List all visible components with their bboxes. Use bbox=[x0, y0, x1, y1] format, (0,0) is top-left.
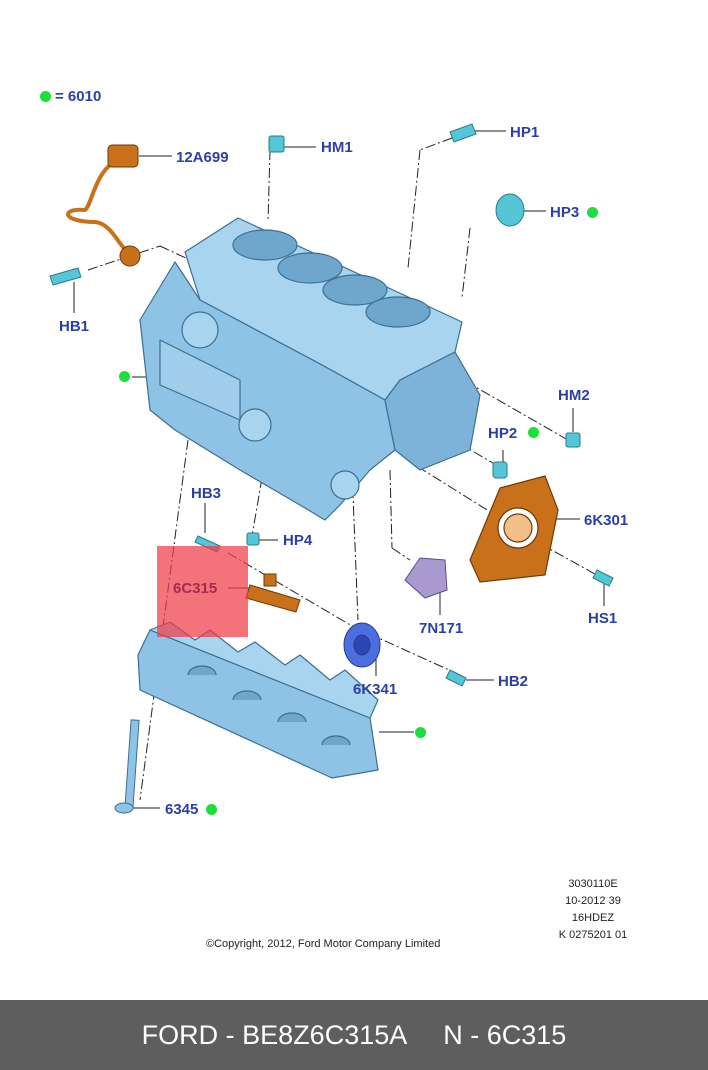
highlight-box bbox=[157, 546, 248, 637]
ladder-dot bbox=[415, 727, 426, 738]
label-hp1: HP1 bbox=[510, 124, 540, 141]
label-6345: 6345 bbox=[165, 801, 199, 818]
drawing-ref: K 0275201 01 bbox=[558, 929, 628, 941]
label-hb1: HB1 bbox=[59, 318, 90, 335]
label-hp2: HP2 bbox=[488, 425, 518, 442]
label-hp4: HP4 bbox=[283, 532, 313, 549]
legend-dot bbox=[40, 91, 51, 102]
drawing-date: 10-2012 39 bbox=[565, 895, 621, 907]
label-6k301: 6K301 bbox=[584, 512, 629, 529]
drawing-info: 3030110E 10-2012 39 16HDEZ K 0275201 01 bbox=[548, 876, 638, 944]
label-hm2: HM2 bbox=[558, 387, 590, 404]
drawing-engine-code: 16HDEZ bbox=[571, 912, 615, 924]
label-6k341: 6K341 bbox=[353, 681, 398, 698]
footer-bar: FORD - BE8Z6C315A N - 6C315 bbox=[0, 1000, 708, 1070]
label-hb3: HB3 bbox=[191, 485, 222, 502]
drawing-code: 3030110E bbox=[568, 878, 618, 890]
footer-part-number: FORD - BE8Z6C315A bbox=[141, 1019, 408, 1050]
bolt-6345-dot bbox=[206, 804, 217, 815]
label-6c315: 6C315 bbox=[173, 580, 218, 597]
hp2-dot bbox=[528, 427, 539, 438]
block-dot bbox=[119, 371, 130, 382]
label-12a699: 12A699 bbox=[176, 149, 229, 166]
copyright-notice: ©Copyright, 2012, Ford Motor Company Lim… bbox=[206, 938, 441, 950]
label-hb2: HB2 bbox=[498, 673, 529, 690]
label-hm1: HM1 bbox=[321, 139, 353, 156]
hp3-dot bbox=[587, 207, 598, 218]
legend-label: = 6010 bbox=[55, 88, 102, 105]
footer-reference: N - 6C315 bbox=[443, 1019, 567, 1050]
label-hp3: HP3 bbox=[550, 204, 580, 221]
exploded-parts-diagram bbox=[49, 123, 614, 814]
label-hs1: HS1 bbox=[588, 610, 618, 627]
label-7n171: 7N171 bbox=[419, 620, 464, 637]
